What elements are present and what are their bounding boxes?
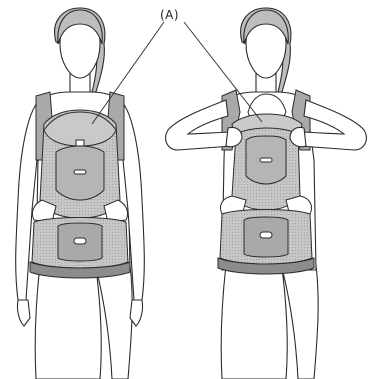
left-carrier-hip-logo <box>74 238 86 244</box>
left-carrier-pocket-logo <box>74 170 86 174</box>
left-carrier-hood-tab <box>76 140 84 146</box>
left-figure-left-hand <box>17 300 30 326</box>
right-carrier-pocket-logo <box>260 158 272 162</box>
left-figure-legs <box>35 265 132 379</box>
right-figure-legs <box>221 265 318 379</box>
right-carrier-hip-logo <box>260 232 272 238</box>
left-figure-carrier <box>30 92 130 278</box>
callout-label-a: (A) <box>160 8 179 22</box>
